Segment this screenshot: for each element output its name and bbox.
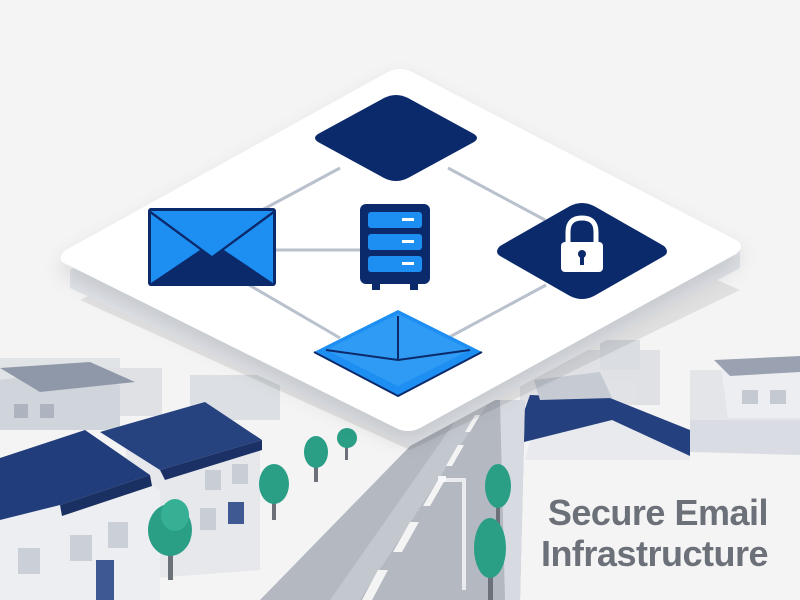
- tree: [485, 464, 511, 526]
- tree: [474, 518, 506, 600]
- house-left-front: [0, 430, 160, 600]
- caption: Secure Email Infrastructure: [468, 492, 769, 574]
- tree: [337, 428, 357, 460]
- trees: [148, 428, 511, 600]
- open-envelope-icon: [313, 310, 483, 398]
- tree: [148, 499, 192, 580]
- road: [260, 400, 525, 600]
- street-lamp: [438, 476, 466, 590]
- connector-lines: [243, 166, 547, 342]
- house-right-far: [690, 356, 800, 455]
- caption-line-2: Infrastructure: [540, 533, 769, 574]
- building-right-navy: [512, 372, 690, 460]
- caption-line-1: Secure Email: [547, 492, 769, 533]
- tree: [259, 464, 289, 520]
- tree: [304, 436, 328, 482]
- house-left-back: [0, 362, 135, 430]
- server-rack-icon: [360, 204, 430, 290]
- envelope-icon: [148, 208, 276, 286]
- network-node: [315, 95, 477, 181]
- padlock-icon: [497, 203, 667, 299]
